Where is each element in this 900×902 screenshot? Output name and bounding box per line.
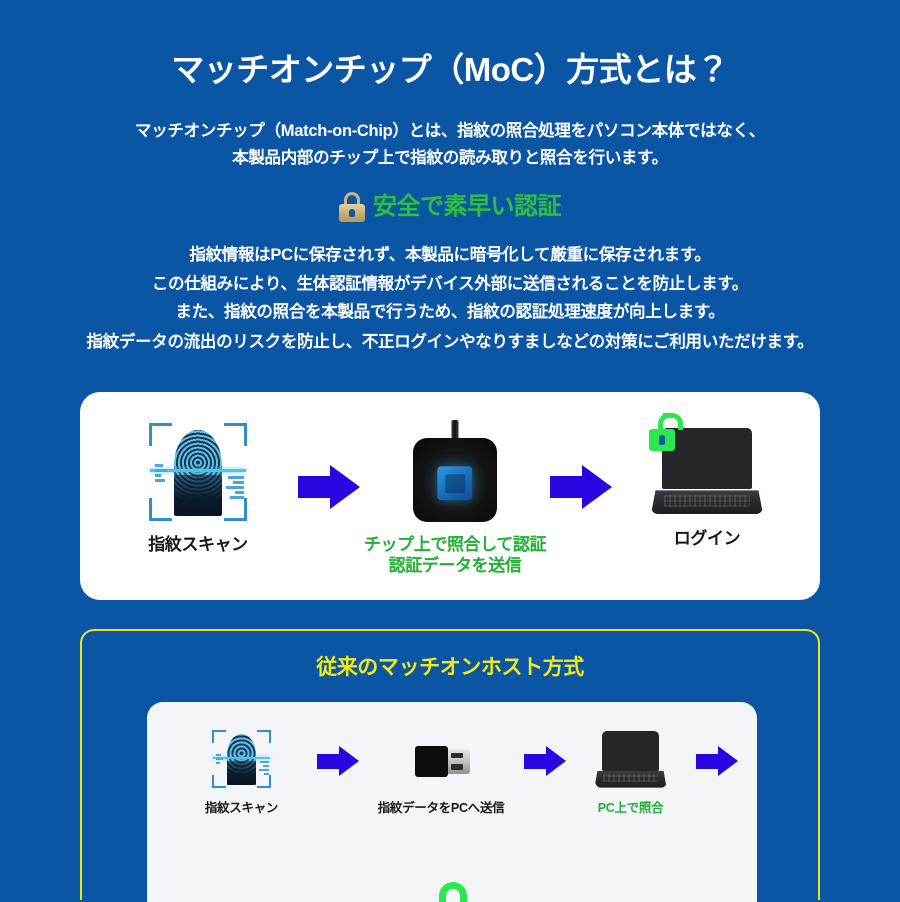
secure-headline-label: 安全で素早い認証 xyxy=(373,193,562,220)
arrow-right-icon xyxy=(523,746,566,776)
arrow-right-icon xyxy=(695,746,738,776)
fingerprint-scan-icon xyxy=(211,728,273,790)
legacy-step-label: 指紋スキャン xyxy=(204,801,279,815)
legacy-method-section: 従来のマッチオンホスト方式 xyxy=(80,629,820,902)
body-copy-line-2: この仕組みにより、生体認証情報がデバイス外部に送信されることを防止します。 xyxy=(151,274,749,293)
legacy-flow-card: 指紋スキャン 指紋データをPCへ送信 xyxy=(147,702,757,902)
moc-step-label: 指紋スキャン xyxy=(148,535,248,554)
moc-step-login: ログイン xyxy=(612,392,802,549)
body-copy-line-1: 指紋情報はPCに保存されず、本製品に暗号化して厳重に保存されます。 xyxy=(189,246,711,264)
legacy-step-pc-match: PC上で照合 xyxy=(566,728,696,816)
hero-lead: マッチオンチップ（Match-on-Chip）とは、指紋の照合処理をパソコン本体… xyxy=(0,118,900,171)
moc-flow-card: 指紋スキャン チップ上で照合して認証 認証データを送信 xyxy=(80,392,820,600)
laptop-unlocked-icon xyxy=(649,412,763,518)
chip-reader-icon xyxy=(407,420,503,524)
padlock-icon xyxy=(339,192,365,222)
legacy-step-label: PC上で照合 xyxy=(597,801,664,815)
fingerprint-scan-icon xyxy=(146,420,250,524)
legacy-section-title: 従来のマッチオンホスト方式 xyxy=(316,656,584,679)
body-copy: 指紋情報はPCに保存されず、本製品に暗号化して厳重に保存されます。 この仕組みに… xyxy=(0,241,900,327)
legacy-step-fingerprint-scan: 指紋スキャン xyxy=(167,728,317,816)
arrow-right-icon xyxy=(298,465,360,509)
moc-step-label-line-1: チップ上で照合して認証 xyxy=(363,535,547,554)
unlock-icon xyxy=(417,868,487,902)
secure-headline: 安全で素早い認証 xyxy=(0,192,900,222)
moc-flow-row: 指紋スキャン チップ上で照合して認証 認証データを送信 xyxy=(80,392,820,600)
moc-step-label-line-2: 認証データを送信 xyxy=(388,556,522,576)
arrow-right-icon xyxy=(550,465,612,509)
hero-lead-line-2: 本製品内部のチップ上で指紋の読み取りと照合を行います。 xyxy=(232,148,668,167)
hero-lead-line-1: マッチオンチップ（Match-on-Chip）とは、指紋の照合処理をパソコン本体… xyxy=(135,122,765,140)
arrow-right-icon xyxy=(316,746,359,776)
body-copy-line-3: また、指紋の照合を本製品で行うため、指紋の認証処理速度が向上します。 xyxy=(175,303,725,322)
usb-dongle-icon xyxy=(410,734,472,790)
legacy-flow-row: 指紋スキャン 指紋データをPCへ送信 xyxy=(147,728,757,816)
moc-step-fingerprint-scan: 指紋スキャン xyxy=(98,392,298,555)
legacy-step-label: 指紋データをPCへ送信 xyxy=(377,801,505,815)
moc-step-label: チップ上で照合して認証 認証データを送信 xyxy=(364,534,546,577)
body-copy-note: 指紋データの流出のリスクを防止し、不正ログインやなりすましなどの対策にご利用いた… xyxy=(86,333,814,351)
moc-step-chip-match: チップ上で照合して認証 認証データを送信 xyxy=(360,392,550,577)
moc-step-label: ログイン xyxy=(673,529,741,548)
page-title: マッチオンチップ（MoC）方式とは？ xyxy=(171,51,729,88)
legacy-step-usb-transfer: 指紋データをPCへ送信 xyxy=(359,728,524,816)
laptop-icon xyxy=(594,730,667,790)
